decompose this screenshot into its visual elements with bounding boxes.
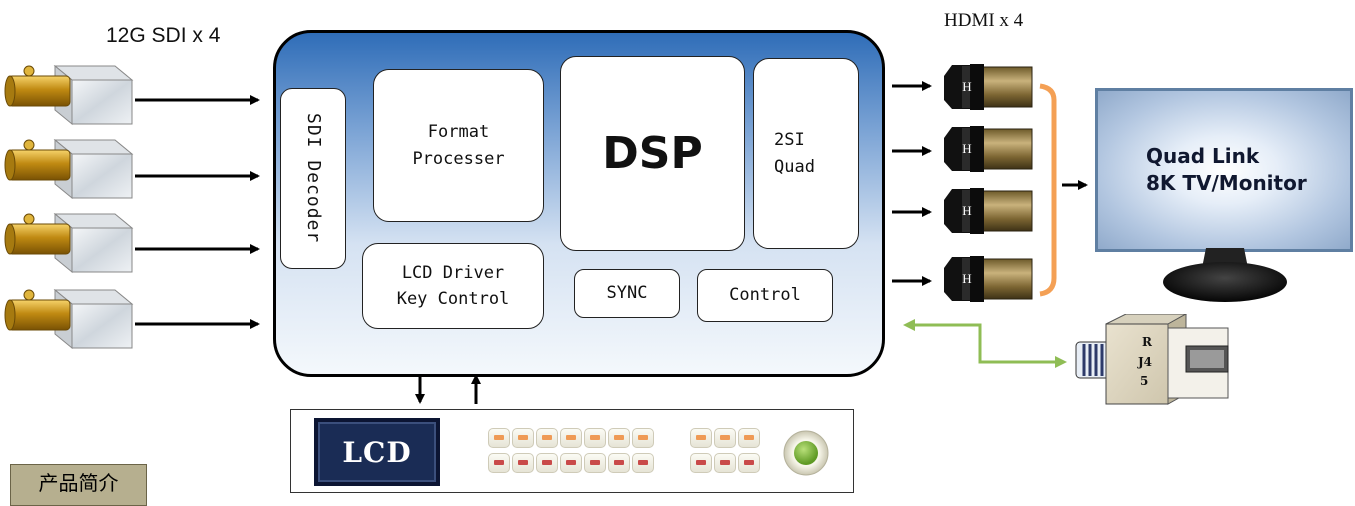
panel-key[interactable] [738, 428, 760, 448]
arrows-layer [135, 81, 1088, 404]
hdmi-output-label: HDMI x 4 [944, 10, 1024, 31]
panel-key[interactable] [584, 453, 606, 473]
control-block: Control [697, 269, 833, 322]
hdmi-output-arrows [892, 81, 1088, 286]
dsp-block: DSP [560, 56, 745, 251]
rj45-label-3: 5 [1140, 374, 1148, 388]
panel-key[interactable] [560, 453, 582, 473]
panel-key[interactable] [536, 453, 558, 473]
panel-key[interactable] [608, 428, 630, 448]
processing-board: SDI Decoder Format Processer DSP 2SI Qua… [273, 30, 885, 377]
format-processer-block: Format Processer [373, 69, 544, 222]
hdmi-connector-icon-3: H [944, 188, 1033, 234]
hdmi-connector-icon-1: H [944, 64, 1033, 110]
panel-key[interactable] [488, 453, 510, 473]
sync-block: SYNC [574, 269, 680, 318]
quad-block: 2SI Quad [753, 58, 859, 249]
panel-key[interactable] [488, 428, 510, 448]
bnc-connector-icon-2 [4, 138, 134, 200]
panel-key[interactable] [608, 453, 630, 473]
rj45-link-arrow [903, 319, 1062, 364]
knob-icon[interactable] [780, 428, 832, 478]
bnc-connector-icon-4 [4, 288, 134, 350]
panel-key[interactable] [632, 428, 654, 448]
monitor-stand-icon [1163, 248, 1287, 302]
sdi-input-label: 12G SDI x 4 [106, 24, 221, 47]
monitor-screen: Quad Link 8K TV/Monitor [1095, 88, 1353, 252]
sdi-decoder-label: SDI Decoder [302, 113, 324, 244]
panel-key[interactable] [560, 428, 582, 448]
panel-key[interactable] [632, 453, 654, 473]
panel-key[interactable] [512, 428, 534, 448]
panel-key[interactable] [690, 453, 712, 473]
monitor-line2: 8K TV/Monitor [1146, 171, 1307, 195]
bnc-connector-icons [4, 64, 134, 350]
rj45-label-2: J4 [1137, 355, 1152, 369]
panel-key[interactable] [714, 453, 736, 473]
hdmi-brace [1039, 83, 1057, 297]
hdmi-connector-label: H [962, 141, 971, 156]
monitor-line1: Quad Link [1146, 144, 1260, 168]
bnc-connector-icon-3 [4, 212, 134, 274]
panel-key[interactable] [536, 428, 558, 448]
panel-key[interactable] [714, 428, 736, 448]
rj45-connector-icon: R J4 5 [1075, 314, 1229, 405]
rj45-label-1: R [1142, 335, 1153, 349]
hdmi-connectors: H H H H [944, 64, 1033, 302]
panel-key[interactable] [690, 428, 712, 448]
sdi-decoder-block: SDI Decoder [280, 88, 346, 269]
hdmi-connector-label: H [962, 79, 971, 94]
product-intro-badge[interactable]: 产品简介 [10, 464, 147, 506]
hdmi-connector-icon-4: H [944, 256, 1033, 302]
hdmi-connector-icon-2: H [944, 126, 1033, 172]
panel-key[interactable] [512, 453, 534, 473]
panel-arrows [415, 374, 481, 404]
hdmi-connector-label: H [962, 203, 971, 218]
hdmi-connector-label: H [962, 271, 971, 286]
sdi-input-arrows [135, 95, 260, 329]
panel-key[interactable] [738, 453, 760, 473]
bnc-connector-icon-1 [4, 64, 134, 126]
lcd-display: LCD [314, 418, 440, 486]
panel-key[interactable] [584, 428, 606, 448]
lcd-driver-block: LCD Driver Key Control [362, 243, 544, 329]
